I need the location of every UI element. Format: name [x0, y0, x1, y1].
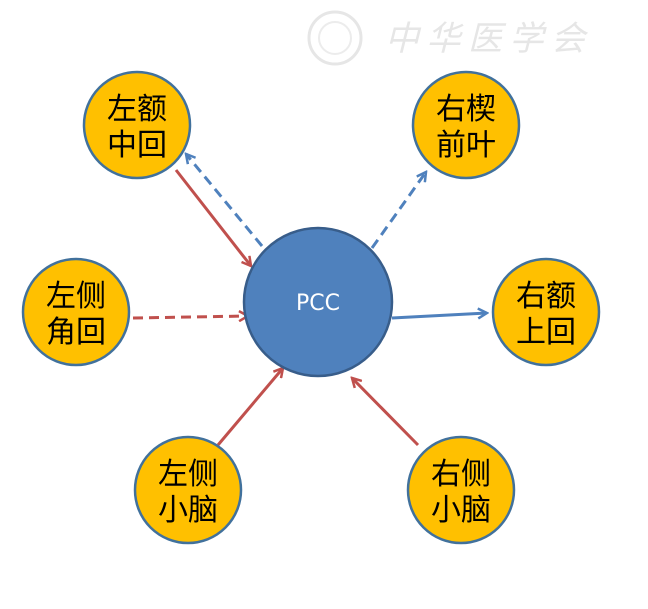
node-label-line: 角回 — [46, 315, 106, 350]
arrow-lmfg-to-PCC — [174, 169, 251, 266]
arrow-lag-to-PCC — [132, 316, 248, 318]
node-label-line: 前叶 — [436, 128, 496, 163]
arrow-PCC-to-rprec — [370, 172, 426, 249]
node-circle — [491, 257, 601, 367]
arrow-rcb-to-PCC — [352, 378, 420, 447]
node-circle — [21, 257, 131, 367]
node-label-line: 上回 — [516, 315, 576, 350]
edges — [132, 154, 487, 447]
node-label-line: 左侧 — [158, 457, 218, 492]
node-circle — [82, 70, 192, 180]
watermark-seal-inner-icon — [318, 21, 352, 55]
node-circle — [406, 435, 516, 545]
arrow-PCC-to-rsfg — [391, 313, 487, 318]
node-label-line: 右楔 — [436, 92, 496, 127]
node-label-line: 小脑 — [431, 493, 491, 528]
arrow-PCC-to-lmfg — [186, 154, 264, 247]
node-label-line: 左侧 — [46, 279, 106, 314]
node-label-line: 中回 — [107, 128, 167, 163]
node-pcc: PCC — [242, 226, 394, 378]
node-circle — [242, 226, 394, 378]
node-label-line: 右额 — [516, 279, 576, 314]
node-circle — [411, 70, 521, 180]
node-label-line: 小脑 — [158, 493, 218, 528]
arrow-lcb-to-PCC — [216, 368, 283, 446]
watermark-seal-icon — [307, 10, 363, 66]
node-label-line: 左额 — [107, 92, 167, 127]
watermark-text: 中华医学会 — [385, 19, 589, 59]
node-label: PCC — [296, 291, 340, 316]
watermark: 中华医学会 — [307, 10, 589, 66]
node-circle — [133, 435, 243, 545]
node-label-line: 右侧 — [431, 457, 491, 492]
